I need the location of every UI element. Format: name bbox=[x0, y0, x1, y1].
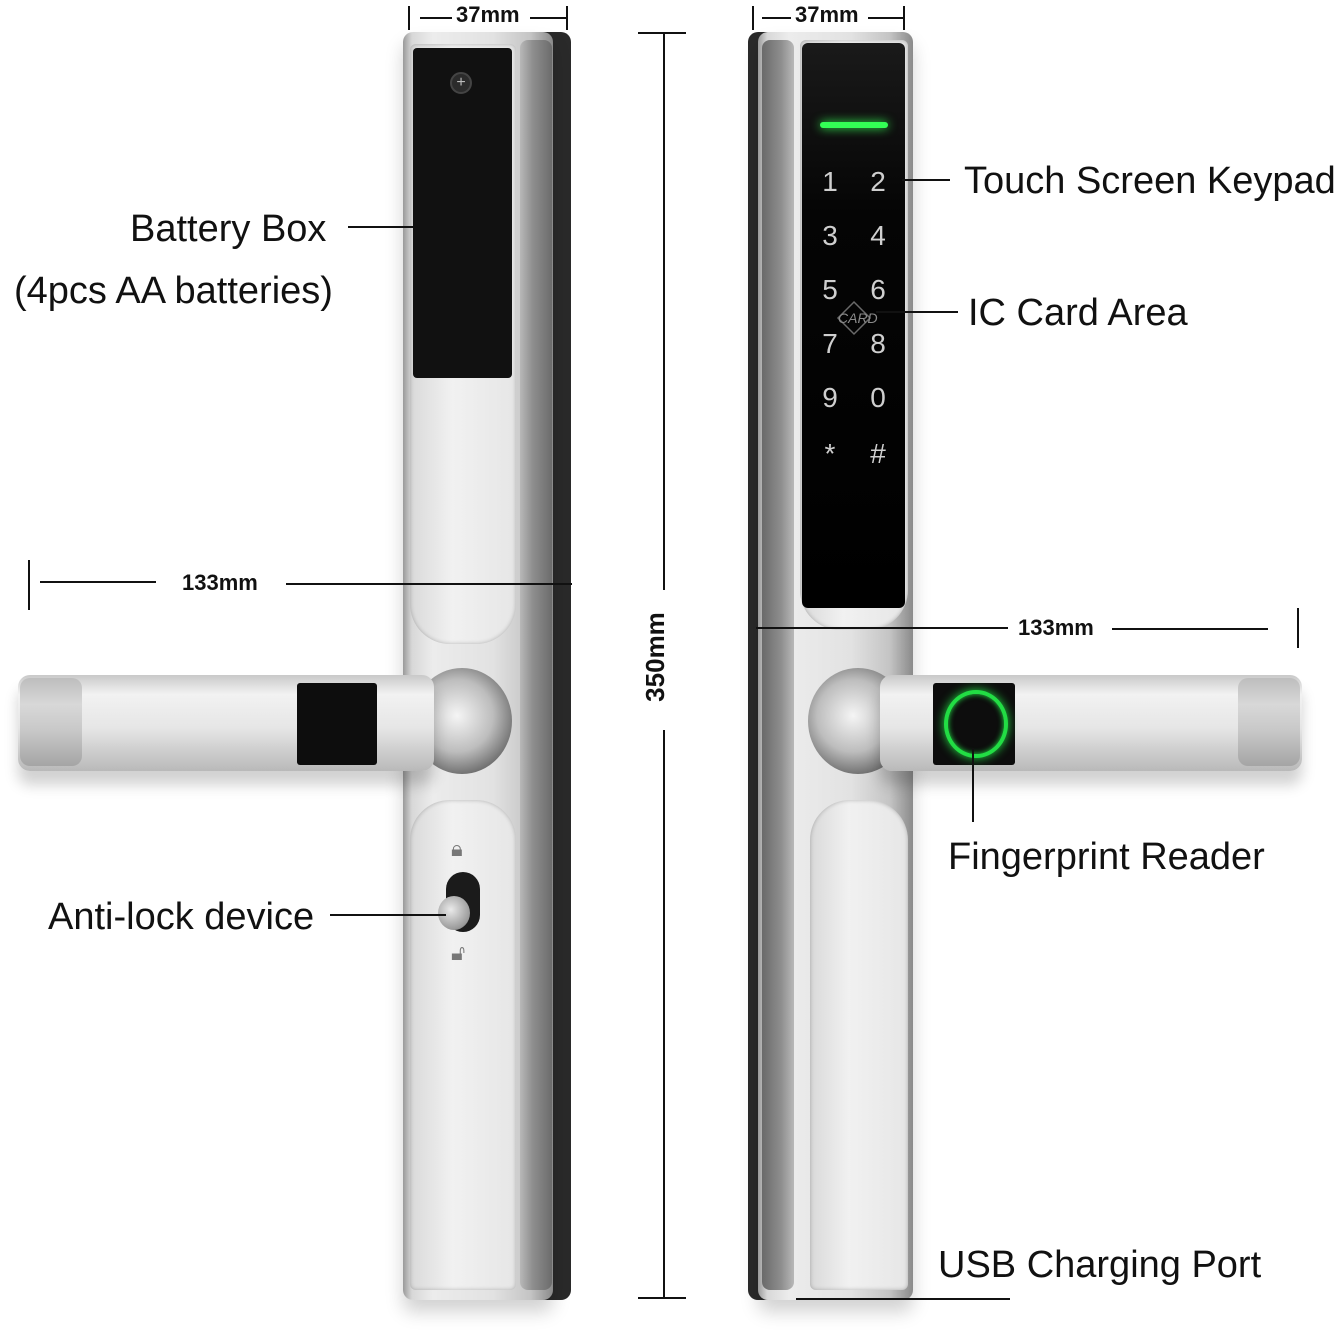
dim-height: 350mm bbox=[640, 608, 670, 706]
key-2[interactable]: 2 bbox=[870, 166, 886, 197]
screw-icon: + bbox=[450, 72, 472, 94]
dim-line bbox=[1112, 628, 1268, 630]
leader-battery bbox=[348, 226, 440, 228]
dim-line bbox=[663, 34, 665, 590]
leader-usb bbox=[796, 1298, 1010, 1300]
dim-line bbox=[420, 17, 456, 19]
key-5[interactable]: 5 bbox=[822, 274, 838, 305]
status-led bbox=[820, 122, 888, 128]
key-1[interactable]: 1 bbox=[822, 166, 838, 197]
fingerprint-ring bbox=[944, 690, 1008, 758]
dim-tick bbox=[752, 6, 754, 30]
touch-keypad[interactable] bbox=[802, 43, 905, 608]
leader-fingerprint bbox=[972, 748, 974, 822]
left-handle-sensor bbox=[297, 683, 377, 765]
dim-tick bbox=[1297, 608, 1299, 648]
label-usb-port: USB Charging Port bbox=[938, 1244, 1262, 1286]
leader-anti-lock bbox=[330, 914, 446, 916]
right-handle-end bbox=[1238, 678, 1300, 766]
right-lower-inset bbox=[810, 800, 908, 1290]
label-touch-keypad: Touch Screen Keypad bbox=[964, 160, 1336, 202]
dim-handle-right: 133mm bbox=[1014, 617, 1098, 639]
leader-ic-card bbox=[876, 311, 958, 313]
label-anti-lock: Anti-lock device bbox=[48, 896, 315, 938]
key-7[interactable]: 7 bbox=[822, 328, 838, 359]
dim-tick bbox=[566, 6, 568, 30]
dim-tick bbox=[638, 1297, 686, 1299]
anti-lock-switch[interactable] bbox=[438, 896, 470, 930]
key-star[interactable]: * bbox=[824, 438, 836, 469]
card-icon bbox=[836, 300, 872, 336]
dim-line bbox=[868, 17, 903, 19]
dim-tick bbox=[28, 560, 30, 610]
label-ic-card: IC Card Area bbox=[968, 292, 1188, 334]
key-4[interactable]: 4 bbox=[870, 220, 886, 251]
dim-line bbox=[530, 17, 566, 19]
card-label: CARD bbox=[838, 310, 878, 326]
key-8[interactable]: 8 bbox=[870, 328, 886, 359]
key-hash[interactable]: # bbox=[870, 438, 886, 469]
left-lock-side bbox=[520, 40, 552, 1290]
dim-tick bbox=[408, 6, 410, 30]
key-6[interactable]: 6 bbox=[870, 274, 886, 305]
dim-width-left: 37mm bbox=[452, 4, 524, 26]
lock-closed-icon: 🔒︎ bbox=[451, 836, 463, 861]
label-battery-box: Battery Box bbox=[130, 208, 327, 250]
leader-keypad bbox=[902, 179, 950, 181]
dim-handle-left: 133mm bbox=[178, 572, 262, 594]
dim-line bbox=[762, 17, 796, 19]
dim-line bbox=[286, 583, 572, 585]
key-3[interactable]: 3 bbox=[822, 220, 838, 251]
right-lock-side bbox=[762, 40, 794, 1290]
label-fingerprint: Fingerprint Reader bbox=[948, 836, 1265, 878]
left-handle-end bbox=[20, 678, 82, 766]
dim-line bbox=[663, 730, 665, 1297]
battery-cover bbox=[413, 48, 512, 378]
dim-tick bbox=[903, 6, 905, 30]
dim-line bbox=[756, 627, 1008, 629]
dim-tick bbox=[638, 32, 686, 34]
dim-width-right: 37mm bbox=[791, 4, 863, 26]
dim-line bbox=[40, 581, 156, 583]
key-9[interactable]: 9 bbox=[822, 382, 838, 413]
label-battery-detail: (4pcs AA batteries) bbox=[14, 270, 333, 312]
key-0[interactable]: 0 bbox=[870, 382, 886, 413]
lock-open-icon: 🔓︎ bbox=[451, 940, 466, 965]
